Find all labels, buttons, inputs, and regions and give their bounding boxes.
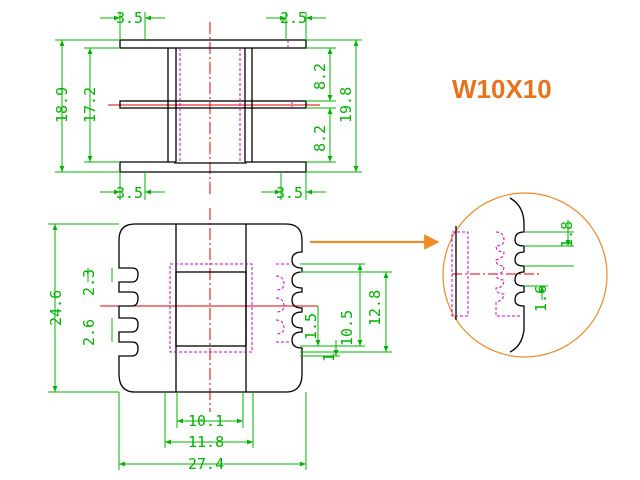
dim-top-left: 3.5: [116, 9, 143, 27]
model-title: W10X10: [452, 74, 552, 104]
detail-view: 1.8 1.6: [442, 192, 608, 358]
dim-r3: 12.8: [366, 290, 384, 326]
dim-bottom-left: 3.5: [116, 184, 143, 202]
front-view-dim-lines: [48, 223, 392, 470]
top-view-hidden-lines: [179, 40, 293, 162]
detail-dim-lower: 1.6: [532, 285, 550, 312]
dim-r2: 10.5: [338, 310, 356, 346]
detail-circle: [442, 192, 608, 358]
dim-slot-pitch: 2.6: [80, 319, 98, 346]
front-view: 24.6 2.3 2.6 1.5 10.5 12.8 1 10.1 11.8 2…: [47, 208, 392, 473]
dim-right-upper: 8.2: [311, 63, 329, 90]
detail-dim-lines: [524, 220, 574, 300]
dim-b2: 11.8: [188, 433, 224, 451]
bobbin-outline: [118, 223, 303, 393]
top-view: 3.5 2.5 3.5 3.5 18.9 17.2 8.2 8.2 19.8: [53, 9, 362, 202]
dim-b1: 10.1: [188, 412, 224, 430]
dim-left-inner: 17.2: [81, 87, 99, 123]
top-flange: [119, 39, 307, 49]
dim-bottom-right: 3.5: [276, 184, 303, 202]
middle-flange: [119, 100, 307, 109]
dim-right-lower: 8.2: [311, 125, 329, 152]
core-window: [175, 271, 247, 347]
dim-left-outer: 18.9: [53, 87, 71, 123]
dim-r4: 1: [320, 353, 338, 362]
detail-dim-upper: 1.8: [558, 221, 576, 248]
dim-r1: 1.5: [302, 313, 320, 340]
front-view-hidden-lines: [169, 263, 290, 353]
bottom-flange: [119, 161, 307, 173]
dim-b3: 27.4: [188, 455, 224, 473]
dim-slot-width: 2.3: [80, 269, 98, 296]
dim-right-outer: 19.8: [337, 87, 355, 123]
top-view-dim-lines: [55, 12, 362, 200]
dim-height: 24.6: [47, 290, 65, 326]
detail-hidden-lines: [451, 231, 520, 317]
detail-outline: [509, 197, 525, 353]
dim-top-right: 2.5: [280, 9, 307, 27]
